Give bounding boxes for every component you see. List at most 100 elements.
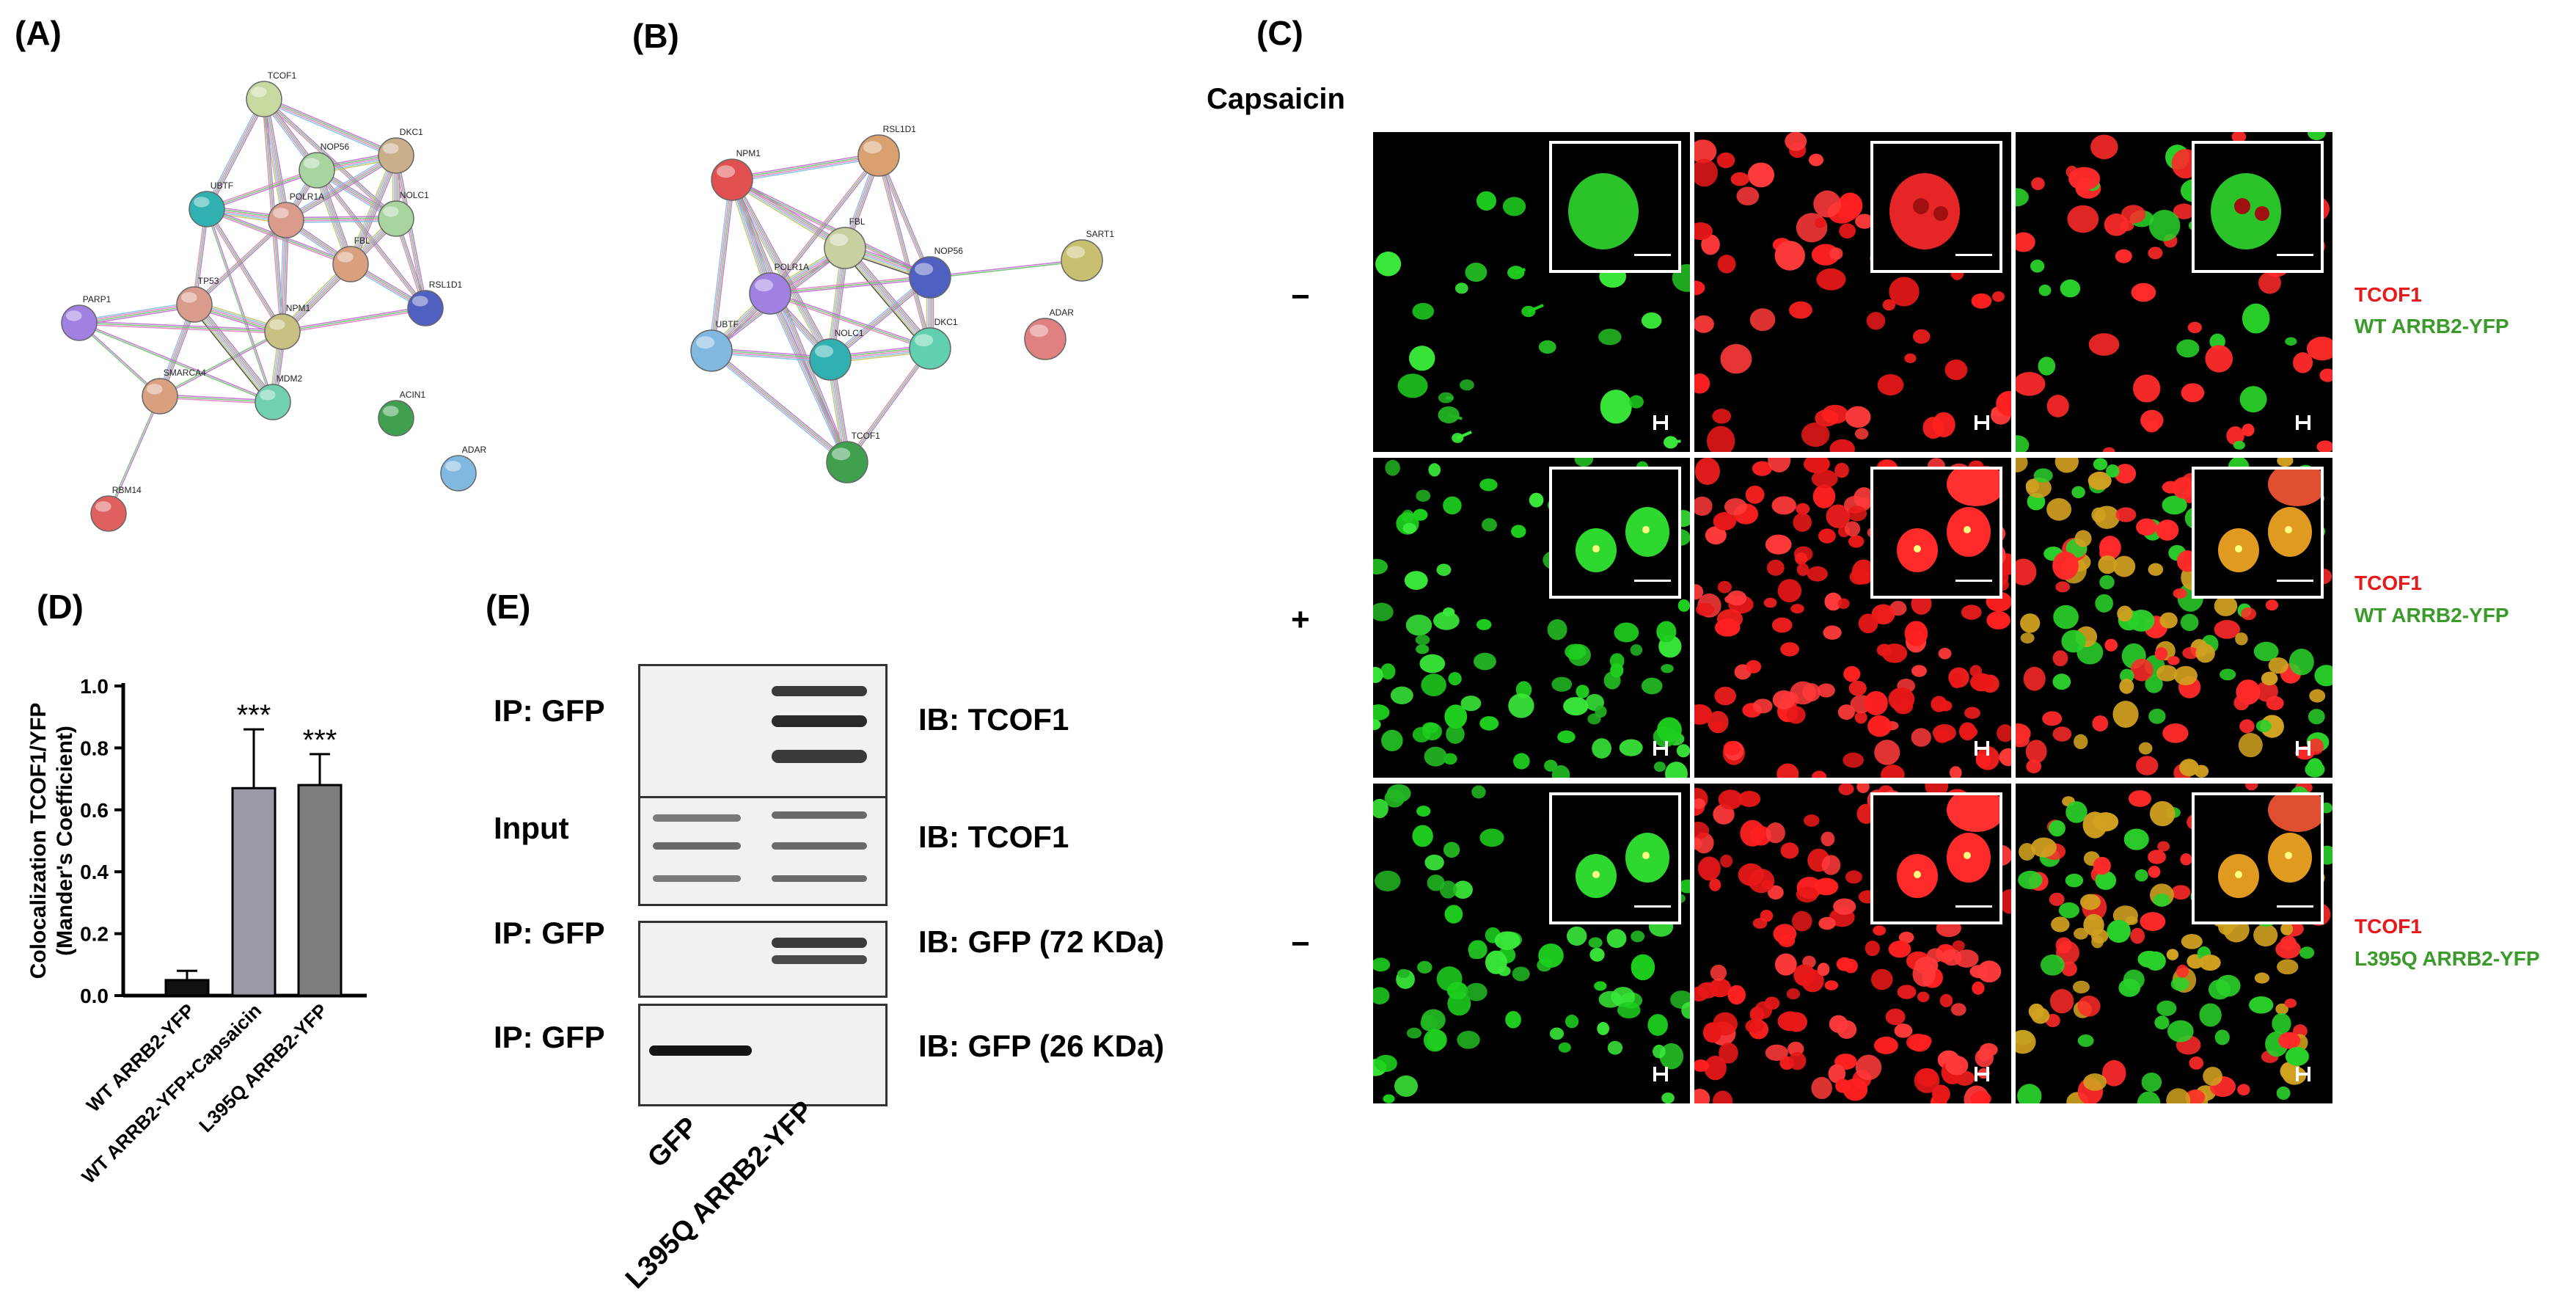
cell-blob <box>2092 715 2109 731</box>
network-edge <box>732 178 932 277</box>
network-edge <box>285 154 396 220</box>
cell-blob <box>1373 558 1388 574</box>
network-edge <box>78 303 194 323</box>
cell-blob <box>1701 234 1720 255</box>
network-edge <box>109 396 161 514</box>
cell-blob <box>1874 740 1900 765</box>
cell-blob <box>2154 1015 2170 1030</box>
cell-blob <box>2049 820 2065 837</box>
cell-blob <box>1563 696 1589 716</box>
y-axis-label-line1: Colocalization TCOF1/YFP <box>26 703 51 979</box>
cell-blob <box>1904 353 1917 363</box>
network-node-circle <box>299 152 335 189</box>
cell-blob <box>1423 1029 1446 1052</box>
cell-blob <box>1821 831 1835 847</box>
cell-blob <box>1858 613 1878 634</box>
network-edge <box>769 277 931 294</box>
cell-blob <box>2288 649 2314 676</box>
network-node-label: NOLC1 <box>835 328 864 338</box>
network-node-circle <box>440 455 477 492</box>
cell-blob <box>1479 478 1498 492</box>
cell-blob <box>1791 910 1812 932</box>
cell-blob <box>1839 223 1856 239</box>
node-highlight <box>95 501 111 512</box>
inset-nucleolus <box>2255 206 2269 221</box>
zoom-inset <box>2192 792 2324 924</box>
node-highlight <box>832 448 851 461</box>
cell-blob <box>2093 458 2108 471</box>
cell-blob <box>1961 605 1982 620</box>
scale-bar <box>1653 421 1668 424</box>
inset-scale-bar <box>1634 905 1671 908</box>
micrograph-tile <box>1373 132 1690 452</box>
network-node-label: NOP56 <box>321 142 350 152</box>
cell-blob <box>2245 784 2258 791</box>
network-node-label: NPM1 <box>736 148 761 158</box>
network-edge <box>711 349 849 462</box>
inset-nucleolus <box>2235 871 2242 878</box>
network-node: NOLC1 <box>809 328 864 381</box>
cell-blob <box>1436 563 1452 576</box>
panel-label-e: (E) <box>486 588 531 626</box>
network-node: RSL1D1 <box>407 280 462 326</box>
cell-blob <box>2176 339 2200 358</box>
cell-blob <box>1898 931 1914 944</box>
network-edge <box>846 348 931 463</box>
cell-blob <box>2140 912 2166 931</box>
network-node-circle <box>332 246 369 282</box>
cell-blob <box>1694 821 1710 840</box>
cell-blob <box>1576 685 1589 698</box>
micrograph-tile <box>1694 784 2011 1103</box>
cell-blob <box>1934 729 1950 743</box>
scale-bar <box>1975 421 1989 424</box>
network-edge <box>772 292 850 461</box>
cell-blob <box>1567 926 1587 946</box>
zoom-inset <box>1549 141 1681 273</box>
network-edge <box>397 155 428 308</box>
cell-blob <box>1814 217 1826 228</box>
scale-bar-tick <box>1653 1067 1656 1081</box>
cell-blob <box>1912 329 1931 344</box>
cell-blob <box>2314 665 2332 687</box>
cell-blob <box>2103 447 2115 452</box>
scale-bar-tick <box>1986 415 1989 430</box>
cell-blob <box>1855 213 1874 229</box>
cell-blob <box>1823 625 1842 640</box>
cell-blob <box>1807 566 1828 582</box>
cell-blob <box>2148 866 2161 878</box>
cell-blob <box>1408 346 1435 371</box>
cell-blob <box>2275 1003 2288 1015</box>
cell-blob <box>1719 1042 1738 1064</box>
cell-blob <box>2033 468 2053 483</box>
network-node-circle <box>1024 318 1066 360</box>
cell-blob <box>1412 825 1433 847</box>
cell-blob <box>1448 671 1462 686</box>
cell-blob <box>2016 435 2030 452</box>
network-node: NPM1 <box>264 303 310 350</box>
cell-blob <box>1876 643 1892 657</box>
cell-blob <box>2071 486 2085 499</box>
cell-blob <box>1694 1059 1710 1072</box>
cell-blob <box>1844 521 1861 537</box>
cell-blob <box>1653 762 1666 773</box>
cell-blob <box>1419 654 1446 674</box>
cell-blob <box>1641 677 1663 695</box>
y-tick-label: 0.4 <box>80 861 109 883</box>
cell-blob <box>1677 599 1690 612</box>
cell-blob <box>1778 934 1796 948</box>
cell-blob <box>2235 632 2248 646</box>
node-highlight <box>260 390 276 401</box>
network-node: DKC1 <box>378 127 423 174</box>
cell-blob <box>1824 980 1839 990</box>
network-node-label: SMARCA4 <box>164 368 206 378</box>
node-highlight <box>273 208 289 219</box>
cell-blob <box>1694 837 1702 850</box>
cell-blob <box>2239 386 2267 413</box>
panel-label-d: (D) <box>37 588 84 626</box>
network-node: NOLC1 <box>378 190 429 237</box>
node-highlight <box>337 252 354 263</box>
cell-blob <box>1587 713 1601 725</box>
cell-blob <box>1383 1094 1395 1103</box>
cell-blob <box>1999 748 2011 767</box>
cell-blob <box>1589 947 1605 962</box>
